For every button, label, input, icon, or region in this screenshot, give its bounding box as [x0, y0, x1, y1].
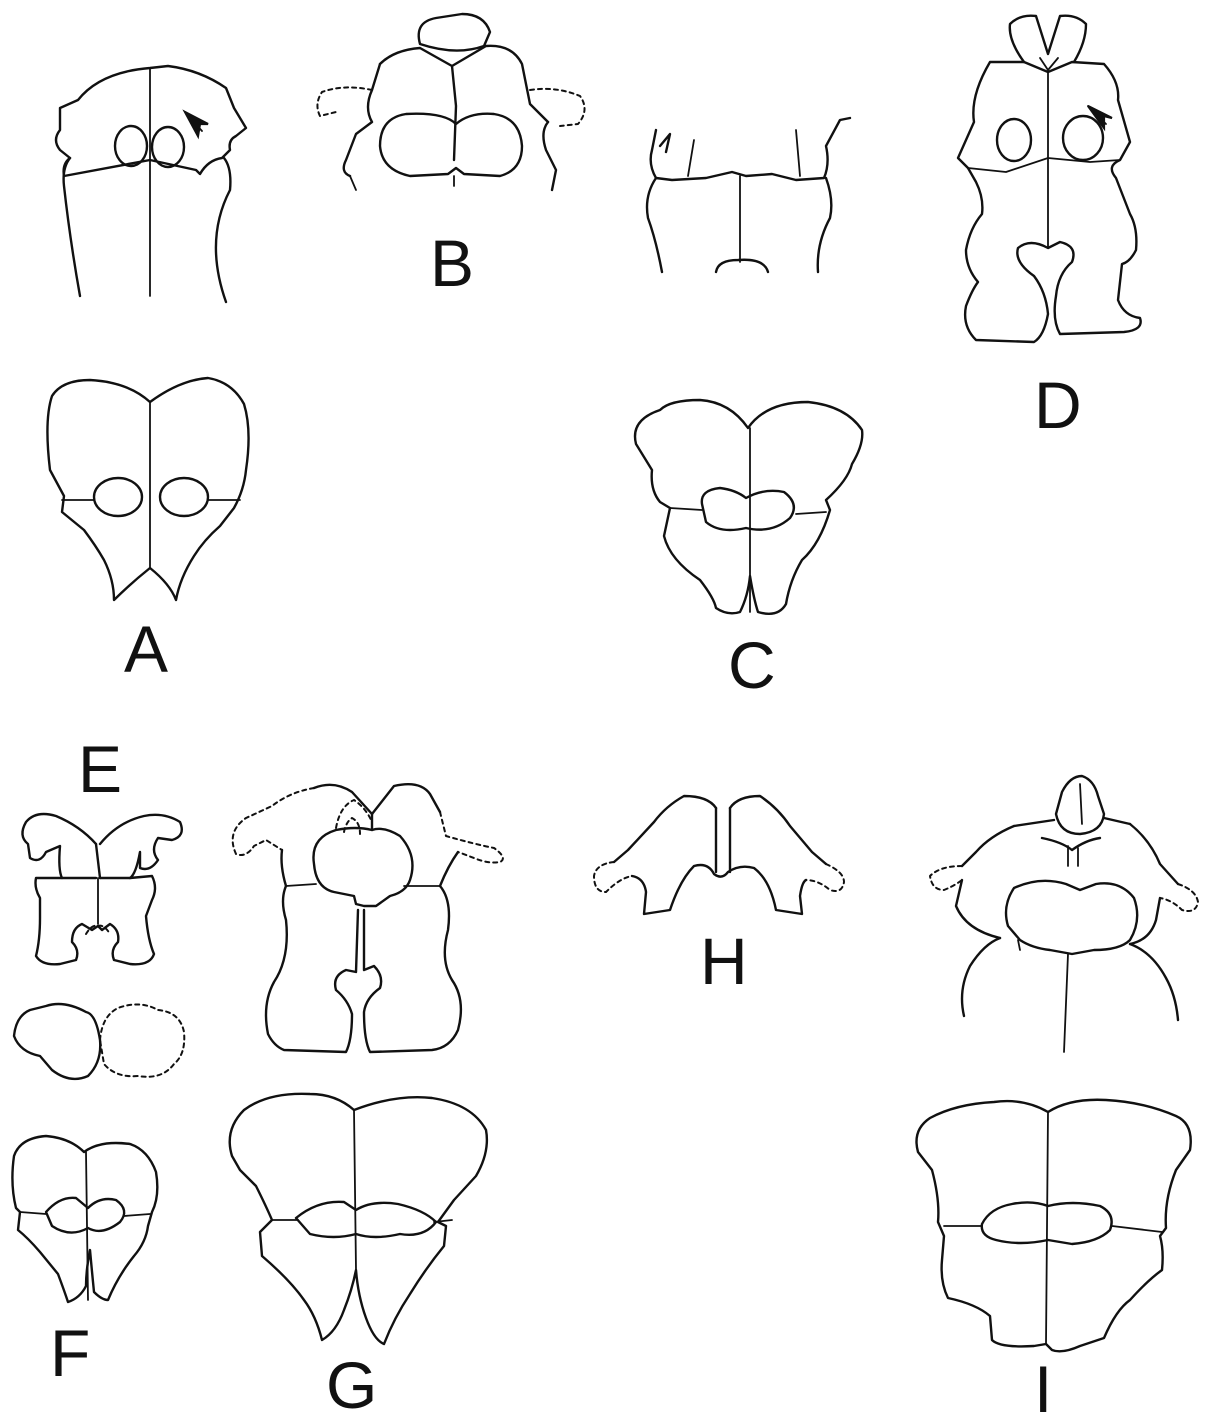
drawing-d — [958, 16, 1141, 342]
figure-label-f: F — [50, 1316, 90, 1390]
figure-label-g: G — [326, 1348, 377, 1417]
drawing-a-lower — [47, 378, 248, 600]
drawing-c-upper — [647, 118, 850, 272]
drawing-h — [594, 796, 844, 914]
figure-label-h: H — [700, 924, 748, 998]
drawing-a-upper — [56, 66, 246, 302]
figure-label-c: C — [728, 628, 776, 702]
drawing-b — [317, 14, 584, 190]
drawing-e-lower — [14, 1004, 184, 1079]
figure-label-a: A — [124, 612, 168, 686]
drawing-i-lower — [917, 1100, 1191, 1352]
drawing-f — [12, 1136, 157, 1302]
drawing-e — [22, 814, 181, 964]
drawing-i-upper — [930, 776, 1198, 1052]
drawing-g-upper — [233, 784, 503, 1052]
figure-label-b: B — [430, 226, 474, 300]
figure-label-d: D — [1034, 368, 1082, 442]
drawing-g-lower — [230, 1094, 487, 1344]
figure-label-e: E — [78, 732, 122, 806]
figure-label-i: I — [1034, 1352, 1052, 1417]
drawing-c-lower — [635, 400, 862, 614]
